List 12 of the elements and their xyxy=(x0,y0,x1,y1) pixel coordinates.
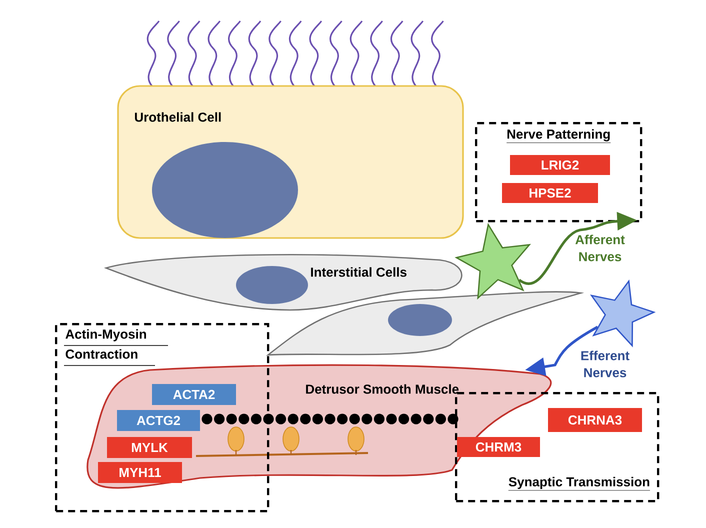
gene-label: LRIG2 xyxy=(510,155,610,175)
gene-label: ACTG2 xyxy=(117,410,200,431)
node-label: Efferent Nerves xyxy=(581,350,630,378)
gene-label: CHRNA3 xyxy=(548,408,642,432)
nerve-label: Afferent Nerves xyxy=(575,234,625,262)
gene-label: CHRM3 xyxy=(457,437,540,457)
gene-label: HPSE2 xyxy=(502,183,598,203)
gene-label: ACTA2 xyxy=(152,384,236,405)
urothelial-cell: Urothelial Cell xyxy=(117,85,464,239)
interstitial-cell: Interstitial Cells xyxy=(105,254,462,311)
gene-label: MYLK xyxy=(107,437,192,458)
gene-label: MYH11 xyxy=(98,462,182,483)
